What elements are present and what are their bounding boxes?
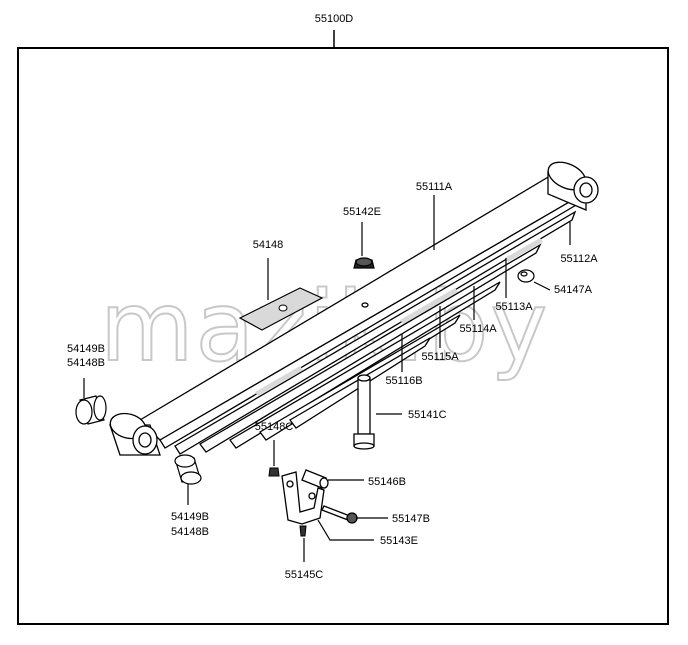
nut-55148C [268,467,280,477]
label-55113A: 55113A [495,301,533,313]
stud-55145C [299,525,307,537]
label-55115A: 55115A [421,351,459,363]
spring-eye-right [547,161,599,211]
leaf-4 [199,243,542,453]
label-55116B: 55116B [385,375,422,387]
center-bolt-hole [361,302,369,308]
assembly-label: 55100D [315,13,354,25]
label-55146B: 55146B [368,476,406,488]
label-54148B-left: 54148B [67,357,105,369]
leader-lines [83,195,571,562]
label-54147A: 54147A [554,284,593,296]
pin-55146B [301,469,329,489]
washer-54147A [517,269,535,283]
label-55148C: 55148C [255,421,294,433]
bushing-bottom [174,454,202,485]
label-55112A: 55112A [560,253,598,265]
label-55147B: 55147B [392,513,430,525]
leaf-shade-2 [400,288,458,324]
label-55142E: 55142E [343,206,381,218]
label-55114A: 55114A [459,323,497,335]
bushing-left [75,395,107,425]
center-nut-55142E [353,257,375,269]
leaf-5 [229,281,501,449]
leaf-3 [174,210,577,455]
label-55111A: 55111A [416,181,453,193]
label-55145C: 55145C [285,569,324,581]
spring-eye-left [109,412,161,456]
bolt-55141C [353,374,375,450]
leaf-shade-3 [505,238,543,262]
label-55143E: 55143E [380,535,418,547]
spacer-pad-hole [278,304,288,312]
diagram-frame [17,47,669,625]
leaf-shade-1 [255,366,303,396]
bolt-55147B [321,505,358,524]
label-54148B-bottom: 54148B [171,526,209,538]
label-55141C: 55141C [408,409,447,421]
label-54148: 54148 [253,239,284,251]
label-54149B-left: 54149B [67,343,105,355]
shackle-55143E [281,471,325,525]
label-54149B-bottom: 54149B [171,511,209,523]
